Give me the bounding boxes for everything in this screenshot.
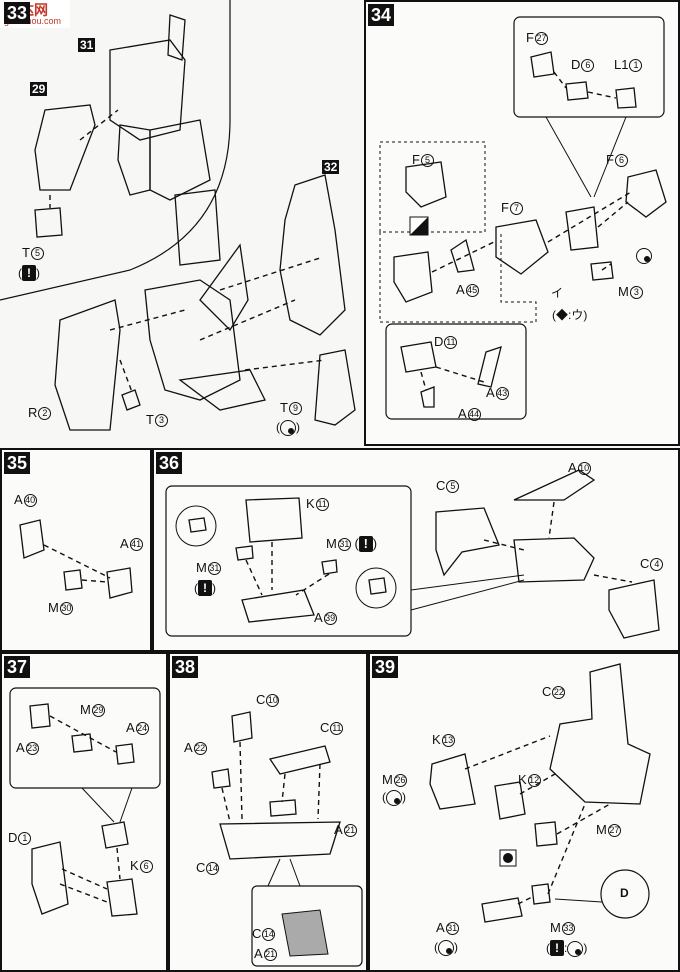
watermark-url: gao-shou.com xyxy=(4,16,62,26)
note-m31-left-caution: (!) xyxy=(194,580,216,596)
note-d-mark: D xyxy=(620,886,629,900)
part-31-badge: 31 xyxy=(78,38,96,52)
step-37-drawing xyxy=(9,687,161,917)
note-a31-mark: () xyxy=(434,940,458,956)
step-38-drawing xyxy=(211,711,363,967)
part-29-badge: 29 xyxy=(30,82,48,96)
note-m26-mark: () xyxy=(382,790,406,806)
step-36-drawing xyxy=(165,469,660,639)
step-35-badge: 35 xyxy=(4,452,31,474)
note-m33-caution: (!:) xyxy=(546,940,588,957)
note-t9-mark: () xyxy=(276,420,300,436)
note-i-mark: イ xyxy=(551,286,564,300)
note-m3-mark xyxy=(636,248,652,264)
step-36-badge: 36 xyxy=(156,452,183,474)
step-33-badge: 33 xyxy=(4,2,31,24)
step-34-drawing xyxy=(379,16,667,420)
step-33-panel: 33 xyxy=(0,0,362,440)
step-39-badge: 39 xyxy=(372,656,399,678)
step-38-badge: 38 xyxy=(172,656,199,678)
part-32-badge: 32 xyxy=(322,160,340,174)
note-u-mark: (◆:ウ) xyxy=(552,308,588,322)
step-34-panel: 34 xyxy=(364,0,680,446)
step-35-drawing xyxy=(19,519,133,599)
note-t5-caution: (!) xyxy=(18,265,40,281)
step-33-drawing xyxy=(0,0,356,431)
step-34-badge: 34 xyxy=(368,4,395,26)
step-37-badge: 37 xyxy=(4,656,31,678)
step-39-drawing xyxy=(429,663,651,923)
